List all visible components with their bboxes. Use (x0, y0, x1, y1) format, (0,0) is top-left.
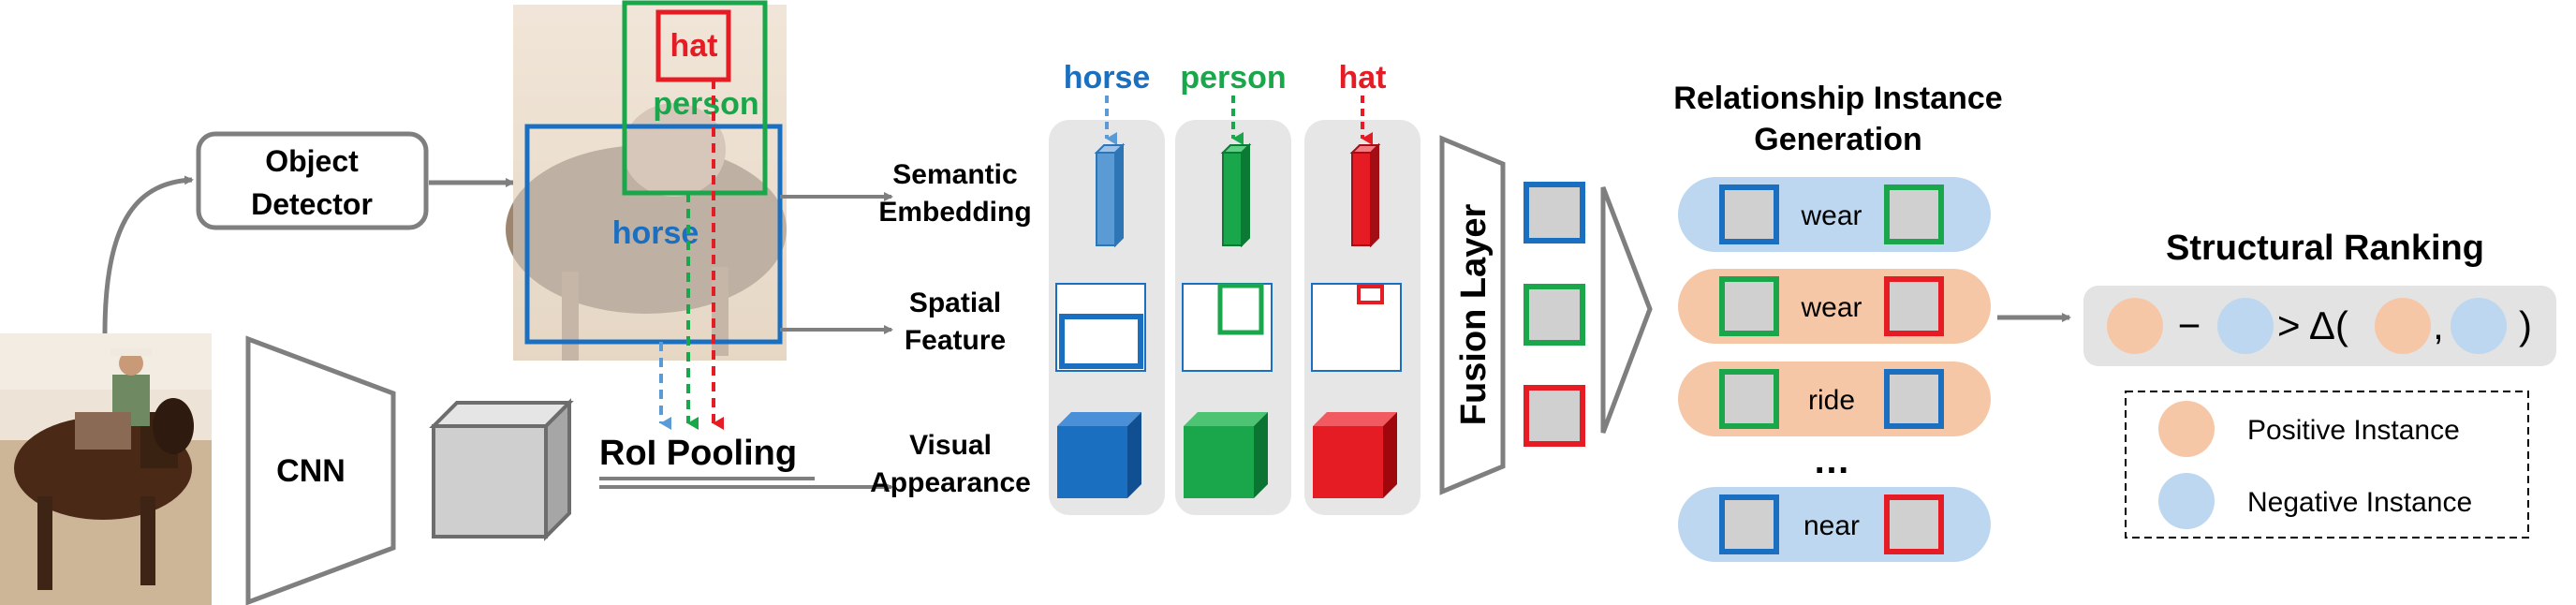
person-detection-label: person (653, 86, 758, 122)
object-detector-label-1: Object (265, 144, 359, 178)
feature-cube (429, 398, 574, 541)
fused-square-horse (1524, 182, 1585, 243)
formula-gt-delta: > Δ( (2277, 303, 2348, 347)
spatial-label-2: Feature (905, 325, 1006, 356)
spatial-map-person (1182, 283, 1273, 372)
relationship-pill-4: near (1678, 487, 1991, 562)
fusion-layer-block (1439, 135, 1506, 495)
roi-pooling-label: RoI Pooling (599, 434, 797, 473)
visual-cube-hat (1313, 412, 1397, 498)
rig-title-line2: Generation (1754, 122, 1921, 157)
semantic-bar-horse (1094, 142, 1126, 248)
relationship-pill-2: wear (1678, 269, 1991, 344)
formula-negative-circle-1 (2217, 298, 2274, 354)
relationship-pill-3: ride (1678, 362, 1991, 436)
relationship-predicate: near (1803, 510, 1860, 541)
visual-cube-person (1184, 412, 1268, 498)
input-photo (0, 333, 212, 605)
relationship-ellipsis: … (1813, 440, 1850, 481)
formula-positive-circle-1 (2107, 298, 2163, 354)
semantic-bar-person (1220, 142, 1252, 248)
fusion-layer-label: Fusion Layer (1454, 204, 1494, 426)
semantic-bar-hat (1349, 142, 1381, 248)
spatial-map-horse (1055, 283, 1146, 372)
formula-close-paren: ) (2519, 303, 2532, 347)
legend-negative-label: Negative Instance (2247, 487, 2472, 518)
visual-label-2: Appearance (870, 467, 1031, 498)
column-header-person: person (1180, 60, 1286, 96)
semantic-label-1: Semantic (892, 159, 1017, 190)
detected-image (506, 5, 787, 361)
spatial-map-hat (1311, 283, 1402, 372)
formula-positive-circle-2 (2375, 298, 2431, 354)
column-header-hat: hat (1339, 60, 1387, 96)
relationship-pill-1: wear (1678, 177, 1991, 252)
legend-negative-swatch (2158, 473, 2215, 529)
relationship-predicate: ride (1808, 385, 1855, 416)
horse-detection-box (524, 124, 783, 345)
formula-negative-circle-2 (2451, 298, 2507, 354)
arrow-photo-to-detector (102, 175, 194, 334)
formula-comma: , (2433, 303, 2444, 347)
hat-detection-label: hat (670, 28, 718, 64)
fused-square-hat (1524, 385, 1585, 447)
cnn-label: CNN (276, 453, 346, 489)
spatial-label-1: Spatial (909, 288, 1001, 318)
cnn-block (245, 335, 396, 605)
structural-ranking-title: Structural Ranking (2166, 229, 2484, 268)
legend-positive-swatch (2158, 401, 2215, 457)
visual-cube-horse (1057, 412, 1141, 498)
object-detector-label-2: Detector (251, 187, 373, 221)
visual-label-1: Visual (909, 430, 992, 461)
hat-detection-box (655, 9, 731, 82)
horse-detection-label: horse (612, 215, 699, 251)
column-header-horse: horse (1064, 60, 1151, 96)
ranking-formula-panel (2083, 286, 2556, 366)
relationship-predicate: wear (1800, 200, 1862, 231)
formula-minus: − (2178, 303, 2201, 347)
semantic-label-2: Embedding (878, 197, 1031, 228)
generation-chevron (1600, 186, 1653, 434)
fused-square-person (1524, 284, 1585, 346)
person-detection-box (622, 0, 768, 196)
rig-title-line1: Relationship Instance (1673, 81, 2002, 116)
relationship-predicate: wear (1800, 292, 1862, 323)
legend-positive-label: Positive Instance (2247, 415, 2460, 446)
object-detector-box (196, 131, 429, 230)
